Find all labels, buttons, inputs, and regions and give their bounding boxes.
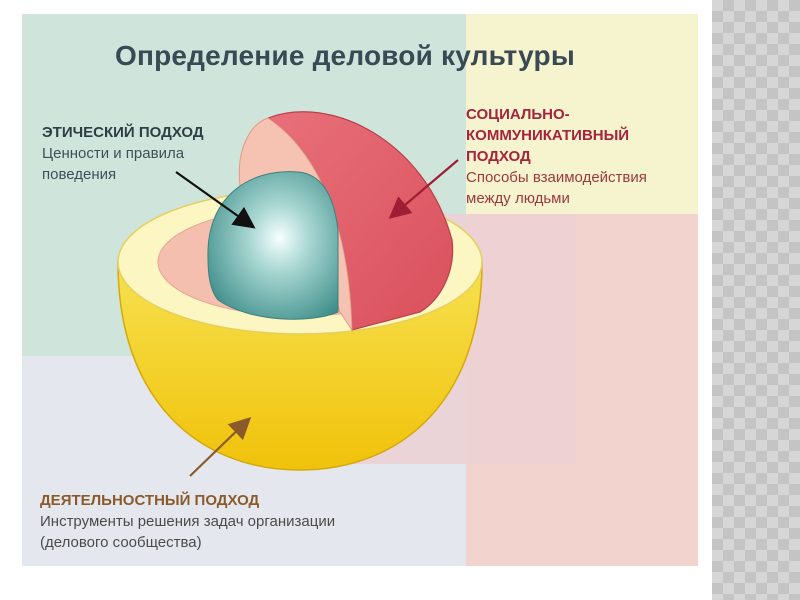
social-heading-line1: СОЦИАЛЬНО-: [466, 104, 647, 125]
activity-desc-line1: Инструменты решения задач организации: [40, 511, 335, 532]
ethical-heading: ЭТИЧЕСКИЙ ПОДХОД: [42, 122, 204, 143]
page-title: Определение деловой культуры: [0, 40, 690, 72]
social-heading-line3: ПОДХОД: [466, 146, 647, 167]
activity-heading: ДЕЯТЕЛЬНОСТНЫЙ ПОДХОД: [40, 490, 335, 511]
social-desc-line1: Способы взаимодействия: [466, 167, 647, 188]
social-heading-line2: КОММУНИКАТИВНЫЙ: [466, 125, 647, 146]
ethical-desc-line1: Ценности и правила: [42, 143, 204, 164]
social-approach-label: СОЦИАЛЬНО- КОММУНИКАТИВНЫЙ ПОДХОД Способ…: [466, 104, 647, 209]
ethical-desc-line2: поведения: [42, 164, 204, 185]
ethical-approach-label: ЭТИЧЕСКИЙ ПОДХОД Ценности и правила пове…: [42, 122, 204, 185]
social-desc-line2: между людьми: [466, 188, 647, 209]
activity-desc-line2: (делового сообщества): [40, 532, 335, 553]
core-sphere: [208, 172, 338, 320]
activity-approach-label: ДЕЯТЕЛЬНОСТНЫЙ ПОДХОД Инструменты решени…: [40, 490, 335, 553]
